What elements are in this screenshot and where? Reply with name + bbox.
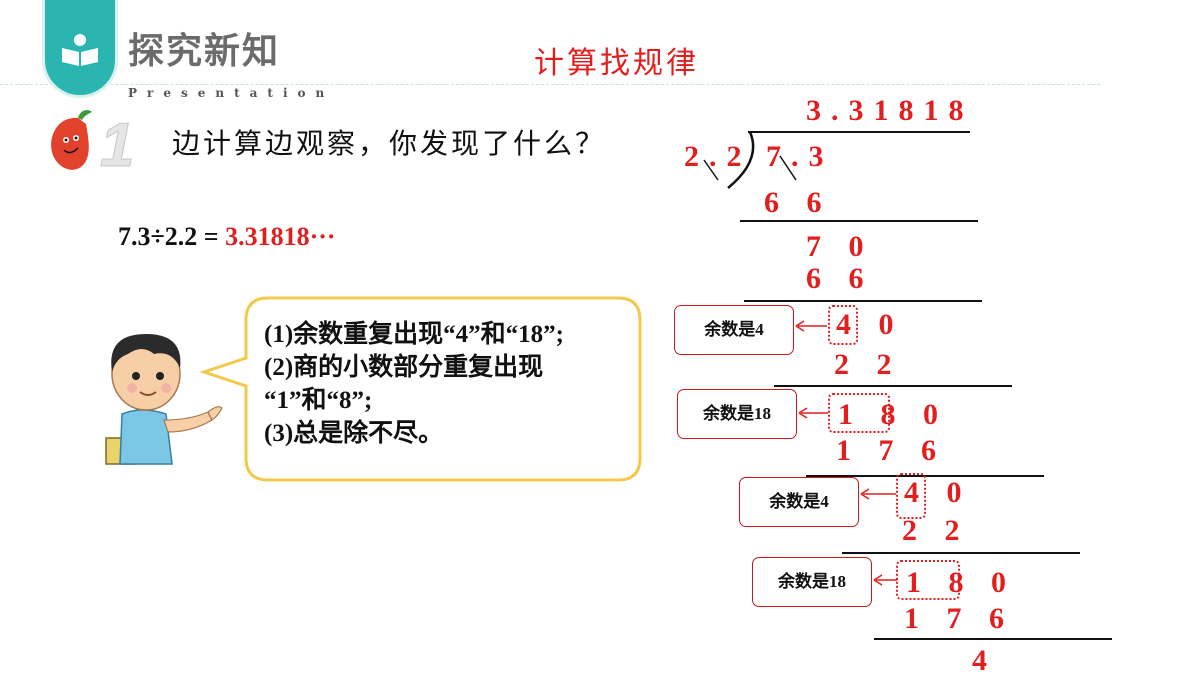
division-line	[842, 552, 1080, 554]
division-row: 1 7 6	[904, 602, 1014, 635]
division-row: 2 2	[834, 348, 902, 381]
division-row: 4 0	[836, 308, 904, 341]
quotient: 3.31818	[806, 94, 974, 127]
finding-line: “1”和“8”;	[264, 387, 373, 414]
equation-lhs: 7.3÷2.2 =	[118, 222, 219, 251]
decimal-shift-marks	[703, 155, 797, 181]
section-subtitle: Presentation	[128, 86, 335, 100]
remainder-highlight	[896, 473, 926, 519]
finding-line: (2)商的小数部分重复出现	[264, 354, 544, 381]
section-title: 探究新知	[128, 31, 281, 72]
remainder-highlight	[896, 560, 960, 600]
division-line	[744, 300, 982, 302]
remainder-note: 余数是18	[752, 557, 872, 607]
student-illustration	[105, 334, 223, 465]
header-divider	[0, 84, 1100, 85]
division-line	[874, 638, 1112, 640]
section-badge	[42, 0, 118, 98]
division-row: 4	[972, 644, 997, 677]
finding-line: (1)余数重复出现“4”和“18”;	[264, 321, 564, 348]
division-row: 7 0	[806, 230, 874, 263]
equation: 7.3÷2.2 = 3.31818···	[118, 222, 336, 252]
division-row: 1 7 6	[836, 434, 946, 467]
dividend: 7.3	[766, 140, 834, 173]
arrow-left-icon	[795, 320, 827, 332]
question-number: 1	[100, 111, 134, 178]
arrow-left-icon	[860, 488, 896, 500]
findings-text: (1)余数重复出现“4”和“18”; (2)商的小数部分重复出现 “1”和“8”…	[264, 318, 634, 450]
division-row: 1 8 0	[906, 566, 1016, 599]
division-row: 4 0	[904, 476, 972, 509]
division-row: 6 6	[806, 262, 874, 295]
pepper-number-icon: 1	[51, 110, 135, 178]
arrow-left-icon	[873, 574, 897, 586]
question-text: 边计算边观察，你发现了什么？	[172, 127, 607, 160]
remainder-note: 余数是18	[677, 389, 797, 439]
divisor: 2.2	[684, 140, 752, 173]
division-line	[774, 385, 1012, 387]
division-row: 6 6	[764, 186, 832, 219]
remainder-note: 余数是4	[739, 477, 859, 527]
remainder-highlight	[828, 305, 858, 345]
arrow-left-icon	[798, 407, 828, 419]
speech-bubble	[199, 296, 642, 482]
remainder-highlight	[828, 393, 890, 433]
division-bar	[748, 131, 970, 133]
finding-line: (3)总是除不尽。	[264, 420, 444, 447]
remainder-note: 余数是4	[674, 305, 794, 355]
topic-title: 计算找规律	[534, 46, 699, 81]
equation-result: 3.31818···	[225, 222, 336, 251]
division-line	[740, 220, 978, 222]
division-row: 2 2	[902, 514, 970, 547]
division-bracket	[727, 131, 755, 189]
book-reader-icon	[62, 34, 98, 66]
